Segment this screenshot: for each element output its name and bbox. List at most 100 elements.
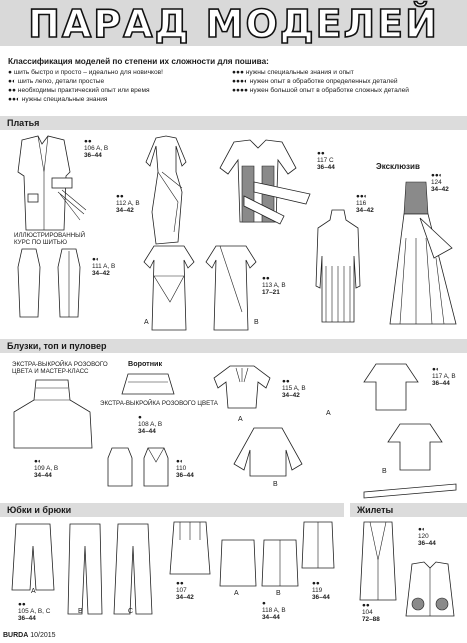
model-size: 36–44: [18, 615, 36, 622]
section-band-vests: Жилеты: [350, 503, 467, 517]
variant-c-105: C: [128, 608, 134, 615]
difficulty-dots: ●◐: [432, 366, 440, 373]
model-size: 36–44: [317, 164, 335, 171]
difficulty-dots: ●●◐: [431, 172, 443, 179]
sketch-top-117a: [363, 363, 419, 411]
model-104: ●● 104 72–88: [362, 602, 380, 623]
variant-a-115: A: [238, 416, 243, 423]
model-code: 107: [176, 587, 187, 594]
model-109: ●◐ 109 A, B 34–44: [34, 458, 58, 479]
difficulty-dots: ●●: [176, 580, 184, 587]
section-title-vests: Жилеты: [357, 505, 394, 515]
model-118: ● 118 A, B 34–44: [262, 600, 286, 621]
section-band-dresses: Платья: [0, 116, 467, 130]
model-size: 34–42: [282, 392, 300, 399]
model-size: 72–88: [362, 616, 380, 623]
collar-label: Воротник: [128, 359, 163, 368]
sketch-vest-120: [405, 561, 455, 617]
variant-a-117: A: [326, 410, 331, 417]
classification-item: ●◐ шить легко, детали простые: [8, 78, 105, 85]
model-105: ●● 105 A, B, C 36–44: [18, 601, 50, 622]
model-117ab: ●◐ 117 A, B 36–44: [432, 366, 456, 387]
section-band-blouses: Блузки, топ и пуловер: [0, 339, 467, 353]
section-title-dresses: Платья: [7, 118, 40, 128]
sketch-gown-124: [389, 181, 457, 325]
variant-b-105: B: [78, 608, 83, 615]
model-124: ●●◐ 124 34–42: [431, 172, 449, 193]
sketch-dress-112: [145, 135, 187, 245]
difficulty-dots: ●●◐: [356, 193, 368, 200]
classification-item: ●● необходимы практический опыт или врем…: [8, 87, 150, 94]
variant-b-118: B: [276, 590, 281, 597]
model-size: 34–42: [431, 186, 449, 193]
footer-issue: 10/2015: [30, 632, 56, 639]
section-title-blouses: Блузки, топ и пуловер: [7, 341, 107, 351]
model-code: 106 A, B: [84, 145, 109, 152]
extra-pattern-label: ЭКСТРА-ВЫКРОЙКА РОЗОВОГО ЦВЕТА И МАСТЕР-…: [12, 361, 108, 375]
model-code: 113 A, B: [262, 282, 286, 289]
classification-title: Классификация моделей по степени их слож…: [8, 57, 269, 66]
sketch-skirt-118a: [219, 539, 257, 587]
sketch-dress-116: [315, 209, 361, 323]
sketch-trousers-105b: [67, 523, 103, 615]
sketch-blouse-115b: [233, 427, 303, 477]
model-size: 36–44: [418, 540, 436, 547]
model-code: 112 A, B: [116, 200, 140, 207]
sketch-top-117b: [387, 423, 443, 471]
model-code: 104: [362, 609, 373, 616]
sketch-coat-106: [17, 135, 87, 231]
sketch-trousers-105c: [113, 523, 153, 615]
model-size: 36–44: [432, 380, 450, 387]
page-title: ПАРАД МОДЕЛЕЙ: [27, 1, 439, 47]
model-112: ●● 112 A, B 34–42: [116, 193, 140, 214]
model-120: ●◐ 120 36–44: [418, 526, 436, 547]
sketch-dress-117c: [219, 139, 311, 225]
model-size: 34–44: [262, 614, 280, 621]
course-label-line: КУРС ПО ШИТЬЮ: [14, 239, 68, 246]
model-size: 34–42: [356, 207, 374, 214]
difficulty-dots: ●◐: [176, 458, 184, 465]
difficulty-dots: ●: [262, 600, 266, 607]
model-code: 117 C: [317, 157, 334, 164]
difficulty-dots: ●◐: [34, 458, 42, 465]
variant-b-117: B: [382, 468, 387, 475]
model-size: 34–42: [116, 207, 134, 214]
difficulty-dots: ●●: [116, 193, 124, 200]
sketch-skirt-118b: [261, 539, 299, 587]
model-code: 110: [176, 465, 187, 472]
model-111: ●◐ 111 A, B 34–42: [92, 256, 115, 277]
model-code: 108 A, B: [138, 421, 163, 428]
sketch-dress-111b: [57, 248, 81, 318]
extra-pattern-line: ЭКСТРА-ВЫКРОЙКА РОЗОВОГО: [12, 361, 108, 368]
difficulty-dots: ●●: [18, 601, 26, 608]
sketch-dress-113b: [205, 245, 257, 331]
model-code: 124: [431, 179, 442, 186]
model-110: ●◐ 110 36–44: [176, 458, 194, 479]
sketch-culottes-105a: [11, 523, 55, 591]
variant-b-113: B: [254, 319, 259, 326]
sketch-belt-117: [363, 483, 457, 499]
model-size: 36–44: [312, 594, 330, 601]
extra-pattern-label-2: ЭКСТРА-ВЫКРОЙКА РОЗОВОГО ЦВЕТА: [100, 400, 218, 407]
model-108: ● 108 A, B 34–44: [138, 414, 162, 435]
model-code: 119: [312, 587, 323, 594]
model-119: ●● 119 36–44: [312, 580, 330, 601]
variant-b-115: B: [273, 481, 278, 488]
model-115: ●● 115 A, B 34–42: [282, 378, 306, 399]
difficulty-dots: ●: [138, 414, 142, 421]
course-label-line: ИЛЛЮСТРИРОВАННЫЙ: [14, 232, 86, 239]
sketch-dress-111a: [17, 248, 41, 318]
sketch-top-110b: [143, 447, 169, 487]
difficulty-dots: ●●: [262, 275, 270, 282]
sketch-blouse-115a: [213, 365, 271, 409]
classification-item: ● шить быстро и просто – идеально для но…: [8, 69, 164, 76]
model-code: 115 A, B: [282, 385, 306, 392]
section-band-skirts: Юбки и брюки: [0, 503, 344, 517]
section-title-skirts: Юбки и брюки: [7, 505, 72, 515]
difficulty-dots: ●◐: [92, 256, 100, 263]
difficulty-dots: ●●: [362, 602, 370, 609]
footer-brand: BURDA: [3, 632, 29, 639]
model-code: 120: [418, 533, 429, 540]
model-code: 118 A, B: [262, 607, 286, 614]
extra-pattern-line: ЦВЕТА И МАСТЕР-КЛАСС: [12, 368, 89, 375]
